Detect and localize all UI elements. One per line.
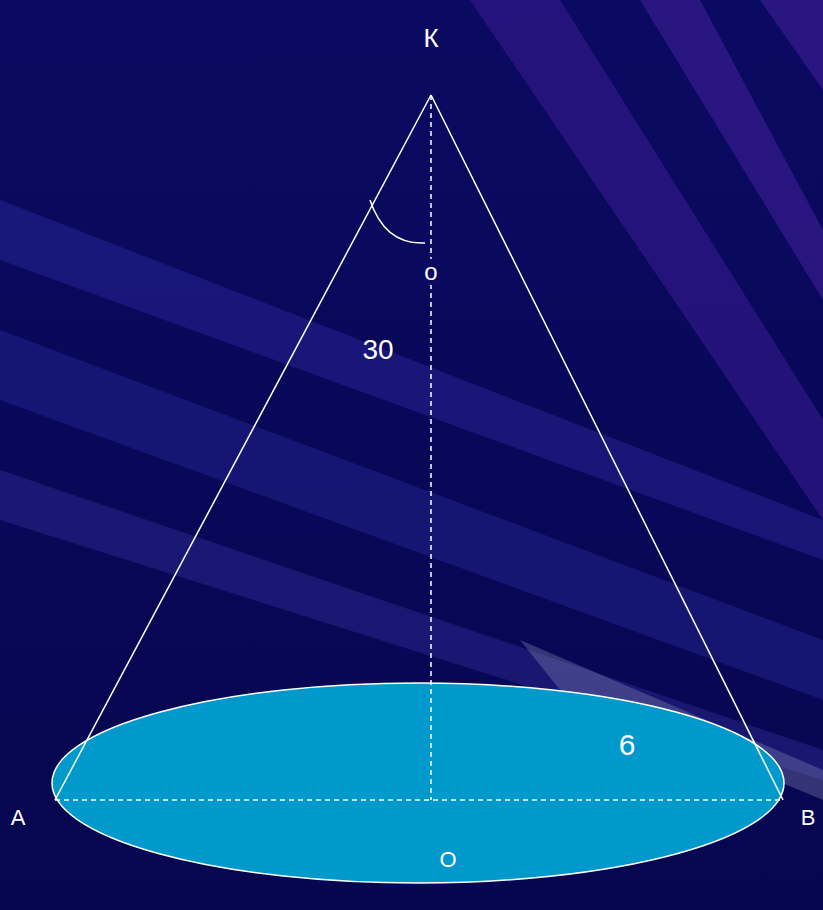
height-line xyxy=(430,95,432,800)
generatrix xyxy=(55,95,431,800)
point-label: о xyxy=(421,259,440,285)
light-rays xyxy=(0,0,823,800)
angle-arc xyxy=(370,200,425,243)
point-label: 6 xyxy=(619,730,636,760)
diameter-line xyxy=(55,799,783,801)
generatrix xyxy=(431,95,783,800)
point-label: К xyxy=(423,25,438,51)
point-label: О xyxy=(439,849,456,871)
point-label: В xyxy=(801,807,816,829)
cone-base xyxy=(52,683,784,883)
point-label: А xyxy=(11,807,26,829)
point-label: 30 xyxy=(362,336,393,364)
